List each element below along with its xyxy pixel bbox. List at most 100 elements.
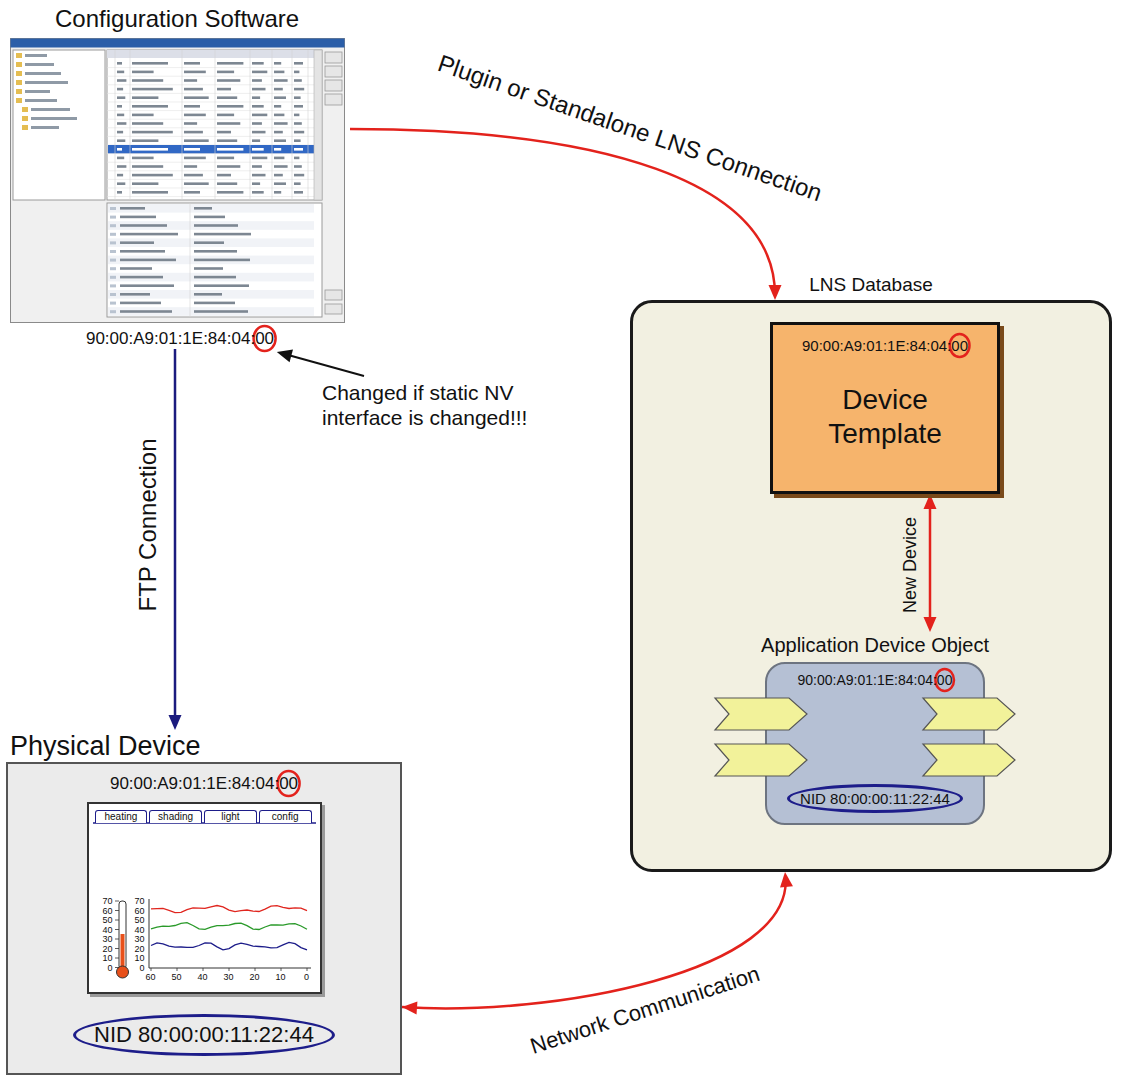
row-line [107, 162, 314, 163]
selected-row [108, 145, 314, 154]
cell-entry [274, 96, 286, 99]
folder-icon [16, 80, 22, 85]
tree-entry [25, 72, 61, 75]
cell-entry [184, 174, 203, 177]
cell-entry [217, 191, 243, 194]
cell-entry [252, 165, 262, 168]
cell-entry [274, 148, 281, 151]
cell-entry [117, 88, 123, 91]
tick-mark [202, 968, 203, 971]
column-line [308, 50, 309, 200]
leader-line [285, 354, 364, 376]
axis-value: 0 [139, 963, 144, 973]
cell-entry [184, 71, 206, 74]
axis-value: 60 [145, 972, 157, 982]
property-row [108, 256, 314, 265]
tree-entry [31, 126, 59, 129]
cell-entry [117, 182, 125, 185]
property-name [120, 259, 176, 262]
cell-entry [274, 122, 288, 125]
folder-icon [22, 116, 28, 121]
cell-entry [132, 105, 168, 108]
property-row [108, 221, 314, 230]
row-line [107, 179, 314, 180]
display-tab: shading [149, 810, 202, 823]
arrow-head [402, 1002, 417, 1015]
cell-entry [184, 165, 197, 168]
property-name [120, 241, 154, 244]
axis-value: 10 [134, 953, 144, 963]
connector [924, 494, 937, 632]
cell-entry [294, 88, 304, 91]
cell-entry [252, 191, 264, 194]
device-display: heatingshadinglightconfig707060605050404… [87, 802, 322, 994]
cell-entry [294, 139, 301, 142]
property-icon [110, 216, 116, 219]
highlight-layer [767, 664, 777, 674]
property-value [194, 267, 223, 270]
panel-heading: Configuration Software [10, 4, 350, 34]
cell-entry [252, 96, 260, 99]
property-name [120, 233, 178, 236]
cell-entry [294, 105, 303, 108]
cell-entry [217, 79, 240, 82]
cell-entry [252, 88, 266, 91]
cell-entry [294, 182, 301, 185]
cell-entry [274, 174, 283, 177]
property-icon [110, 241, 116, 244]
property-name [120, 302, 161, 305]
cell-entry [294, 62, 303, 65]
window-titlebar [11, 39, 345, 48]
row-line [107, 136, 314, 137]
cell-entry [184, 79, 197, 82]
axis-value: 60 [102, 906, 112, 916]
axis-value: 60 [134, 906, 144, 916]
display-tab: light [204, 810, 257, 823]
property-row [108, 238, 314, 247]
property-row [108, 273, 314, 282]
property-value [194, 207, 212, 210]
network-variable-arrow [923, 744, 1015, 776]
property-name [120, 267, 152, 270]
cell-entry [184, 114, 206, 117]
cell-entry [294, 174, 304, 177]
window-button [325, 94, 342, 105]
display-tab: heating [95, 810, 148, 823]
folder-icon [16, 53, 22, 58]
arrow-head [924, 617, 937, 632]
cell-entry [132, 122, 163, 125]
tree-entry [25, 54, 47, 57]
cell-entry [217, 131, 231, 134]
cell-entry [217, 148, 243, 151]
cell-entry [132, 165, 163, 168]
tick-mark [115, 939, 119, 940]
column-line [272, 50, 273, 200]
scrollbar [314, 50, 322, 200]
tick-mark [254, 968, 255, 971]
cell-entry [294, 157, 299, 160]
thermometer-tube [119, 901, 126, 969]
object-shape: 90:00:A9:01:1E:84:04:00NID 80:00:00:11:2… [765, 662, 985, 825]
object-heading: Application Device Object [725, 632, 1025, 658]
cell-entry [217, 182, 237, 185]
cell-entry [274, 191, 281, 194]
axis-value: 70 [102, 896, 112, 906]
axis-value: 30 [223, 972, 235, 982]
folder-icon [22, 125, 28, 130]
property-value [194, 284, 249, 287]
row-line [107, 188, 314, 189]
arrow-head [169, 715, 182, 730]
tick-mark [115, 958, 119, 959]
tick-mark [280, 968, 281, 971]
row-line [107, 119, 314, 120]
arrow-head [769, 285, 782, 300]
cell-entry [132, 191, 168, 194]
device-heading: Physical Device [6, 730, 402, 762]
property-name [120, 293, 150, 296]
cell-entry [184, 191, 200, 194]
cell-entry [294, 131, 304, 134]
connector [169, 349, 182, 730]
trend-line [151, 942, 307, 950]
connector-line [174, 349, 177, 724]
cell-entry [252, 71, 267, 74]
